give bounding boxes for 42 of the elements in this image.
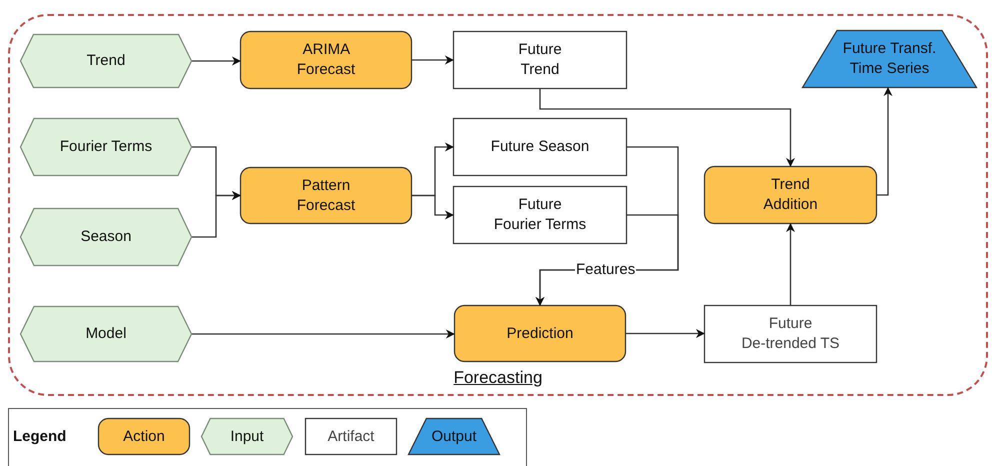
node-label: Future Trend — [517, 40, 563, 80]
artifact-box — [704, 305, 877, 363]
node-label: Future Season — [490, 137, 590, 157]
legend-text: Artifact — [328, 426, 374, 446]
action-box — [240, 167, 412, 224]
legend-text: Output — [431, 426, 477, 446]
forecasting-group — [8, 14, 988, 396]
node-label: Trend — [86, 51, 126, 71]
arrow — [412, 194, 454, 220]
node-label: Future Fourier Terms — [492, 195, 588, 235]
node-label: ARIMA Forecast — [296, 40, 356, 80]
arrow — [877, 87, 892, 196]
arrow — [192, 56, 241, 66]
artifact-box — [453, 31, 627, 89]
node-label: Fourier Terms — [58, 137, 154, 157]
legend-text: Action — [123, 426, 165, 446]
node-label: Future Transf. Time Series — [842, 39, 938, 79]
group-title: Forecasting — [454, 368, 542, 388]
artifact-box — [453, 118, 627, 176]
node-label: Future De-trended TS — [740, 314, 841, 354]
input-hexagon — [20, 306, 192, 362]
arrow — [192, 330, 455, 338]
input-hexagon — [20, 34, 192, 88]
action-box — [454, 305, 626, 362]
legend-text: Input — [230, 426, 264, 446]
action-box — [240, 31, 412, 89]
input-hexagon — [20, 208, 192, 266]
node-label: Season — [80, 227, 132, 247]
node-label: Prediction — [506, 324, 574, 344]
legend-title: Legend — [13, 428, 66, 445]
arrow — [786, 223, 795, 305]
action-box — [704, 166, 877, 224]
node-label: Pattern Forecast — [296, 176, 356, 216]
node-label: Trend Addition — [762, 175, 819, 215]
artifact-box — [453, 186, 627, 244]
output-trapezoid — [802, 30, 977, 88]
input-hexagon — [20, 118, 192, 176]
node-label: Model — [84, 324, 128, 344]
arrow — [626, 329, 705, 338]
arrow — [412, 56, 454, 64]
arrow — [539, 89, 795, 167]
arrow — [192, 191, 241, 238]
